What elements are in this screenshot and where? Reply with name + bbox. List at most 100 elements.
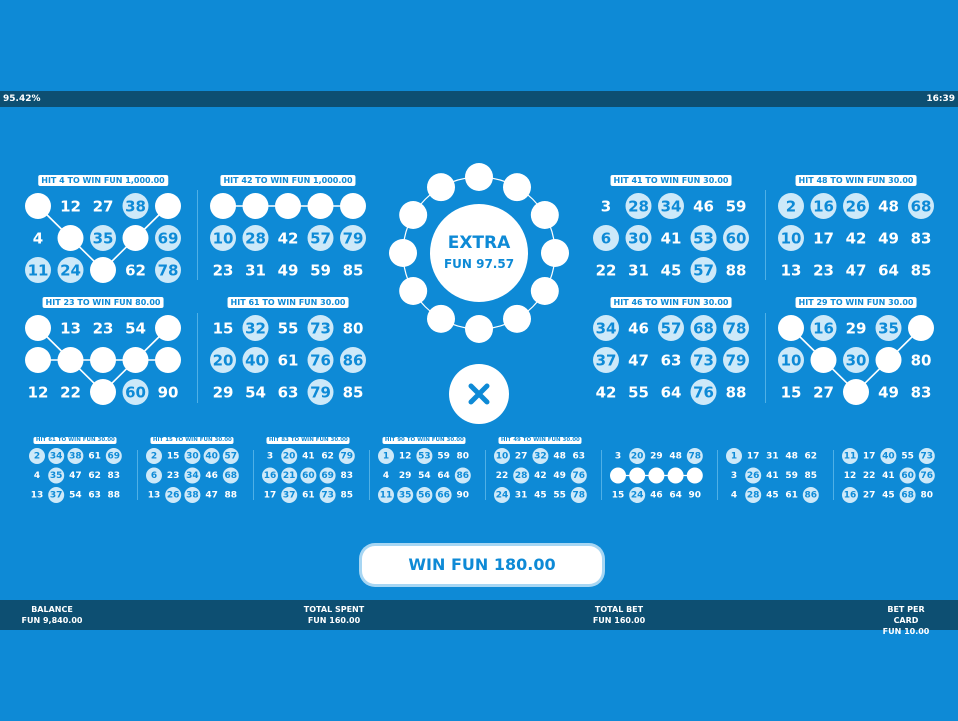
card-number: 62 <box>321 452 334 462</box>
card-number: 73 <box>693 352 714 370</box>
card-title: HIT 61 TO WIN FUN 30.00 <box>227 297 349 308</box>
called-number-highlight <box>745 487 762 503</box>
card-number: 3 <box>601 198 611 216</box>
pattern-marker <box>810 347 837 373</box>
card-number: 79 <box>343 230 364 248</box>
pattern-marker <box>610 467 626 484</box>
card-number: 48 <box>669 452 682 462</box>
card-number: 28 <box>747 491 760 501</box>
card-number: 48 <box>553 452 566 462</box>
called-number-highlight <box>416 487 433 503</box>
called-number-highlight <box>745 467 762 484</box>
called-number-highlight <box>416 448 433 464</box>
called-number-highlight <box>880 448 897 464</box>
card-number: 3 <box>267 452 273 462</box>
card-number: 90 <box>689 491 702 501</box>
card-number: 38 <box>186 491 199 501</box>
extra-ball-slot <box>399 277 428 305</box>
extra-ball-slot <box>530 201 559 229</box>
called-number-highlight <box>378 487 394 503</box>
called-number-highlight <box>155 257 181 283</box>
card-number: 23 <box>93 320 114 338</box>
card-number: 11 <box>28 262 49 280</box>
extra-ball-slot <box>389 239 417 267</box>
card-number: 29 <box>213 384 234 402</box>
called-number-highlight <box>899 467 916 484</box>
called-number-highlight <box>67 448 84 464</box>
card-number: 11 <box>844 452 857 462</box>
called-number-highlight <box>513 467 530 484</box>
called-number-highlight <box>778 347 804 373</box>
close-button[interactable] <box>449 364 509 424</box>
pattern-marker <box>122 347 149 373</box>
card-number: 78 <box>573 491 586 501</box>
card-number: 55 <box>628 384 649 402</box>
card-number: 20 <box>213 352 234 370</box>
card-number: 88 <box>726 384 747 402</box>
card-number: 59 <box>726 198 747 216</box>
card-number: 16 <box>813 320 834 338</box>
called-number-highlight <box>222 467 239 484</box>
pattern-marker <box>155 315 181 341</box>
card-number: 46 <box>628 320 649 338</box>
pattern-marker <box>57 225 84 251</box>
card-number: 4 <box>33 230 43 248</box>
extra-ball-slot <box>530 277 559 305</box>
extra-title: EXTRA <box>448 233 511 253</box>
card-number: 40 <box>205 452 218 462</box>
card-number: 4 <box>34 471 40 481</box>
card-title: HIT 90 TO WIN FUN 30.00 <box>382 437 466 444</box>
card-number: 30 <box>186 452 199 462</box>
pattern-marker <box>908 315 934 341</box>
called-number-highlight <box>122 379 149 405</box>
card-number: 53 <box>418 452 431 462</box>
card-number: 79 <box>310 384 331 402</box>
card-number: 22 <box>496 471 509 481</box>
card-number: 49 <box>278 262 299 280</box>
card-divider <box>485 450 486 500</box>
called-number-highlight <box>843 193 869 219</box>
card-number: 62 <box>88 471 101 481</box>
card-number: 6 <box>601 230 611 248</box>
clock-label: 16:39 <box>926 94 955 104</box>
card-divider <box>197 190 198 280</box>
called-number-highlight <box>494 448 510 464</box>
card-number: 17 <box>813 230 834 248</box>
card-number: 46 <box>693 198 714 216</box>
card-number: 41 <box>766 471 779 481</box>
card-number: 46 <box>205 471 218 481</box>
card-number: 64 <box>878 262 899 280</box>
pattern-marker <box>210 193 236 219</box>
card-number: 16 <box>264 471 277 481</box>
card-number: 64 <box>669 491 682 501</box>
card-number: 15 <box>612 491 625 501</box>
called-number-highlight <box>307 379 334 405</box>
called-number-highlight <box>281 448 298 464</box>
called-number-highlight <box>918 448 935 464</box>
top-status-bar: 95.42% 16:39 <box>0 91 958 107</box>
called-number-highlight <box>810 315 837 341</box>
extra-ball-slot <box>399 201 428 229</box>
win-button[interactable]: WIN FUN 180.00 <box>362 546 602 584</box>
called-number-highlight <box>435 487 452 503</box>
card-number: 12 <box>399 452 412 462</box>
card-number: 55 <box>901 452 914 462</box>
card-number: 16 <box>813 198 834 216</box>
card-number: 86 <box>343 352 364 370</box>
card-number: 80 <box>457 452 470 462</box>
bottom-stats-bar: BALANCE FUN 9,840.00 TOTAL SPENT FUN 160… <box>0 600 958 636</box>
card-number: 35 <box>93 230 114 248</box>
called-number-highlight <box>908 193 934 219</box>
called-number-highlight <box>48 448 65 464</box>
card-number: 29 <box>650 452 663 462</box>
total-bet-value: FUN 160.00 <box>592 616 646 625</box>
total-spent-stat: TOTAL SPENT FUN 160.00 <box>304 604 364 626</box>
called-number-highlight <box>57 257 84 283</box>
card-number: 4 <box>731 491 737 501</box>
